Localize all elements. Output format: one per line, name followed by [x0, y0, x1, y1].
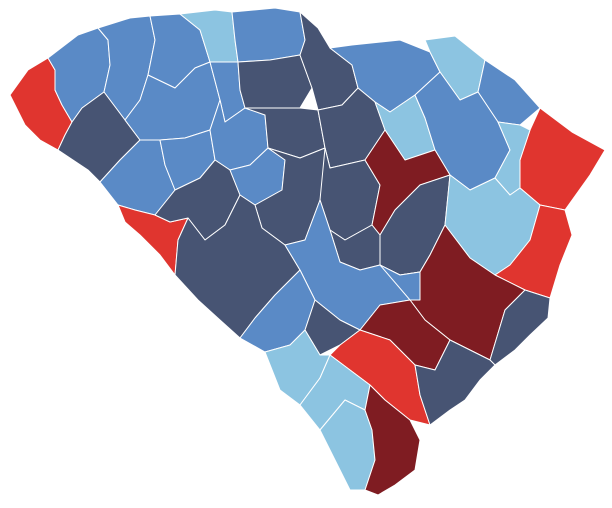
county-york[interactable] [231, 7, 306, 63]
county-chester[interactable] [237, 54, 313, 109]
county-charleston-south[interactable] [414, 339, 496, 426]
county-aiken[interactable] [174, 194, 301, 339]
county-charleston[interactable] [489, 289, 551, 366]
county-horry[interactable] [519, 107, 606, 211]
county-beaufort[interactable] [364, 384, 421, 496]
